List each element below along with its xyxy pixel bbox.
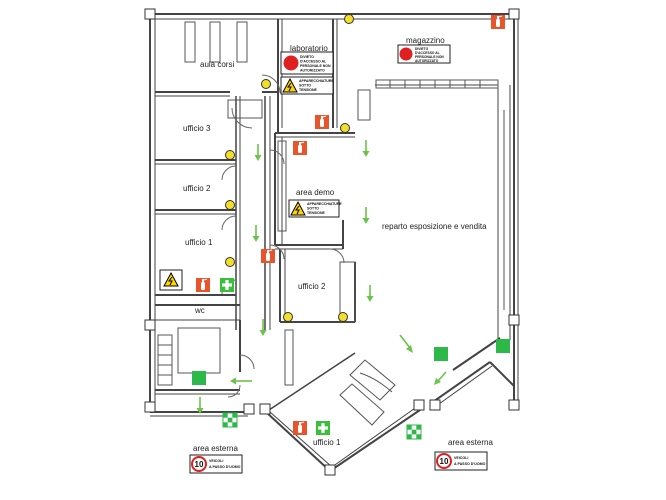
sign-text: D'ACCESSO AL	[300, 60, 327, 64]
no-entry-icon	[283, 55, 299, 71]
pillars	[144, 8, 520, 476]
first-aid-icon	[316, 421, 330, 435]
fire-extinguisher-icon	[490, 14, 506, 30]
evacuation-arrow	[365, 284, 375, 303]
sign-text: PERSONALE NON	[415, 55, 444, 59]
emergency-exit-icon	[192, 371, 206, 385]
sign-text: A PASSO D'UOMO	[209, 465, 241, 469]
room-label-ufficio-1-bottom: ufficio 1	[313, 438, 341, 447]
speed-limit-number: 10	[440, 457, 449, 466]
fire-extinguisher-icon	[260, 248, 276, 264]
hydrant-icon	[283, 312, 293, 322]
doors	[221, 74, 345, 398]
sign-text: VEICOLI	[209, 459, 223, 463]
furniture	[157, 21, 505, 426]
fire-extinguisher-icon	[195, 277, 211, 293]
sign-text: VEICOLI	[454, 456, 468, 460]
hydrant-icon	[225, 257, 235, 267]
hydrant-icon	[225, 200, 235, 210]
room-label-reparto: reparto esposizione e vendita	[382, 222, 487, 231]
evacuation-arrow	[399, 334, 413, 353]
emergency-exit-icon	[434, 347, 448, 361]
room-label-magazzino: magazzino	[406, 36, 445, 45]
sign-text: APPARECCHIATURE	[299, 79, 334, 83]
sign-text: DIVIETO	[415, 47, 429, 51]
emergency-exit-icon	[406, 424, 422, 440]
evacuation-arrow	[230, 377, 252, 385]
hydrant-icon	[340, 123, 350, 133]
hydrant-icon	[338, 312, 348, 322]
room-label-area-esterna-left: area esterna	[193, 444, 238, 453]
no-entry-icon	[399, 47, 413, 61]
sign-text: TENSIONE	[307, 211, 326, 215]
room-label-laboratorio: laboratorio	[290, 44, 328, 53]
evacuation-arrow	[361, 206, 371, 225]
room-label-ufficio-3: ufficio 3	[183, 124, 211, 133]
room-label-area-esterna-right: area esterna	[448, 438, 493, 447]
room-label-wc: wc	[194, 306, 205, 315]
sign-text: PERSONALE NON	[300, 64, 331, 68]
electrical-danger-icon	[159, 269, 183, 291]
fire-extinguisher-icon	[314, 114, 330, 130]
evacuation-arrow	[361, 139, 371, 158]
emergency-exit-icon	[222, 412, 238, 428]
emergency-exit-icon	[496, 339, 510, 353]
sign-text: SOTTO	[299, 84, 311, 88]
speed-limit-sign-left: 10 VEICOLI A PASSO D'UOMO	[189, 454, 243, 474]
evacuation-arrow	[251, 224, 261, 243]
sign-text: DIVIETO	[300, 55, 314, 59]
evacuation-arrow	[253, 143, 263, 162]
sign-text: D'ACCESSO AL	[415, 51, 440, 55]
room-label-aula-corsi: aula corsi	[200, 60, 234, 69]
room-label-ufficio-2-center: ufficio 2	[298, 282, 326, 291]
sign-text: APPARECCHIATURE	[307, 202, 342, 206]
hydrant-icon	[225, 150, 235, 160]
room-labels: aula corsi laboratorio magazzino ufficio…	[183, 36, 493, 453]
room-label-ufficio-2-left: ufficio 2	[183, 184, 211, 193]
fire-extinguisher-icon	[292, 420, 308, 436]
speed-limit-icon: 10	[191, 456, 207, 472]
evacuation-arrow	[434, 371, 447, 385]
speed-limit-sign-right: 10 VEICOLI A PASSO D'UOMO	[434, 451, 488, 471]
evacuation-arrows	[195, 139, 447, 415]
hydrant-icon	[344, 14, 354, 24]
sign-text: TENSIONE	[299, 88, 318, 92]
sign-text: AUTORIZZATO	[300, 69, 325, 73]
speed-limit-number: 10	[195, 460, 204, 469]
fire-extinguisher-icon	[292, 140, 308, 156]
sign-text: SOTTO	[307, 207, 319, 211]
hydrant-icon	[261, 79, 271, 89]
speed-limit-icon: 10	[436, 453, 452, 469]
sign-text: AUTORIZZATO	[415, 59, 439, 63]
sign-text: A PASSO D'UOMO	[454, 462, 486, 466]
room-label-ufficio-1-left: ufficio 1	[185, 238, 213, 247]
first-aid-icon	[220, 278, 234, 292]
room-label-area-demo: area demo	[296, 188, 335, 197]
